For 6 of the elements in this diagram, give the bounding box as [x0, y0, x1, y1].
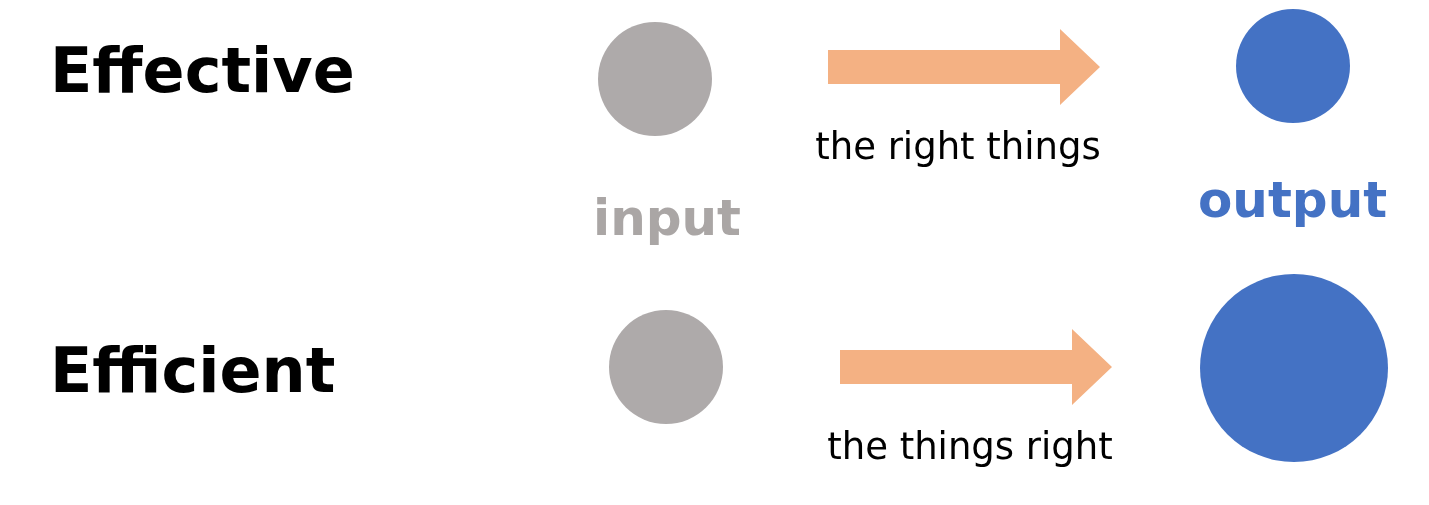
- label-text: Efficient: [50, 340, 336, 402]
- label-text: Effective: [50, 40, 355, 102]
- block-arrow: [840, 329, 1112, 405]
- block-arrow: [828, 29, 1100, 105]
- label-text: input: [593, 193, 742, 243]
- label-text: output: [1198, 175, 1388, 225]
